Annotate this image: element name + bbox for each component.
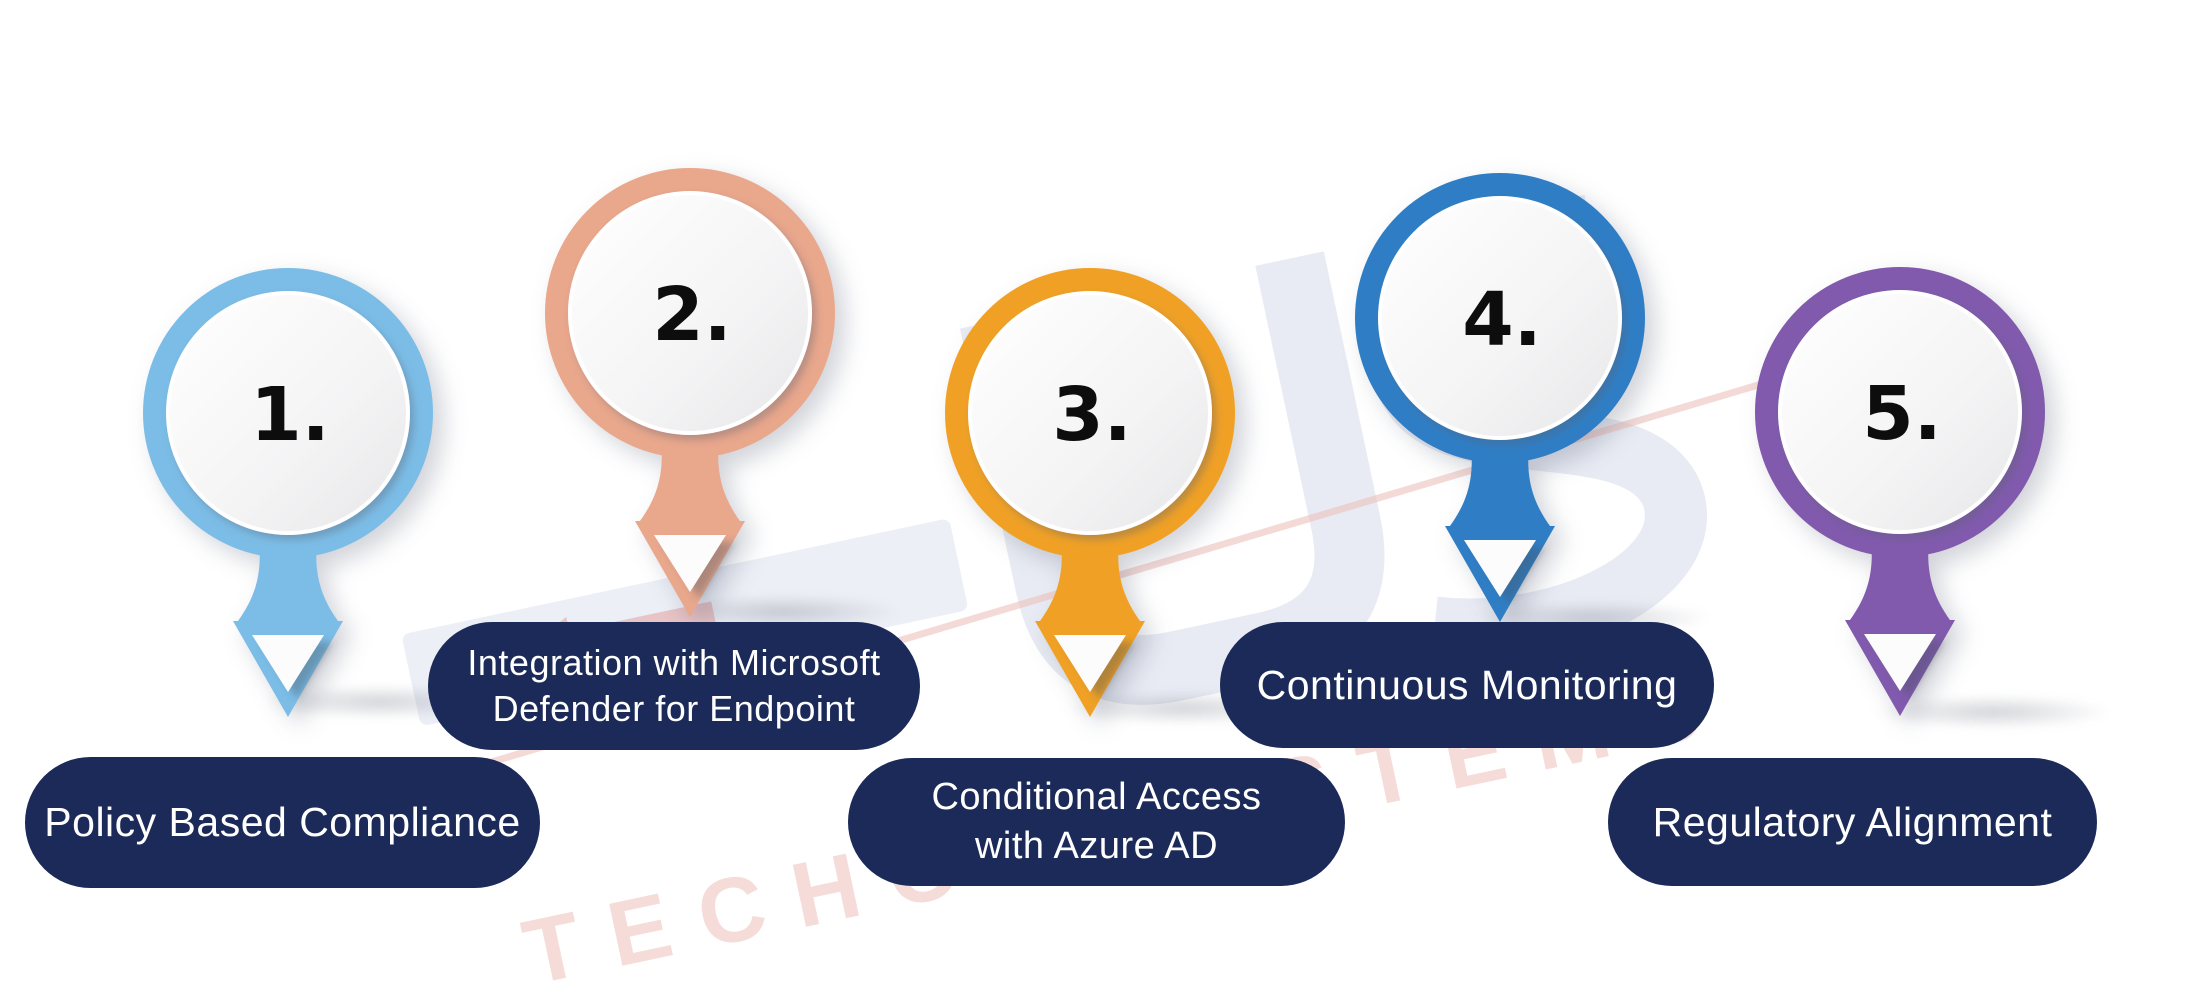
step-label-text: Policy Based Compliance xyxy=(44,799,521,846)
step-label-pill-2: Integration with Microsoft Defender for … xyxy=(428,622,920,750)
step-label-pill-1: Policy Based Compliance xyxy=(25,757,540,888)
step-label-pill-3: Conditional Access with Azure AD xyxy=(848,758,1345,886)
step-label-text: Defender for Endpoint xyxy=(492,688,856,729)
pin-marker-3: 3. xyxy=(940,263,1240,723)
step-label-text: Integration with Microsoft xyxy=(467,641,881,683)
step-label-text: Continuous Monitoring xyxy=(1256,661,1678,708)
step-number: 1. xyxy=(250,372,330,458)
pin-marker-5: 5. xyxy=(1750,262,2050,722)
step-label-pill-5: Regulatory Alignment xyxy=(1608,758,2097,886)
pin-marker-2: 2. xyxy=(540,163,840,623)
step-label-pill-4: Continuous Monitoring xyxy=(1220,622,1714,748)
step-number: 2. xyxy=(652,272,732,358)
step-label-text: with Azure AD xyxy=(974,825,1219,867)
pin-point-inner xyxy=(252,635,324,692)
pin-inner-gradient xyxy=(170,295,406,531)
pin-marker-4: 4. xyxy=(1350,168,1650,628)
step-label-text: Conditional Access xyxy=(931,776,1262,819)
step-number: 3. xyxy=(1052,372,1132,458)
pin-marker-1: 1. xyxy=(138,263,438,723)
step-label-text: Regulatory Alignment xyxy=(1652,798,2053,845)
step-number: 5. xyxy=(1862,371,1942,457)
step-number: 4. xyxy=(1462,277,1542,363)
